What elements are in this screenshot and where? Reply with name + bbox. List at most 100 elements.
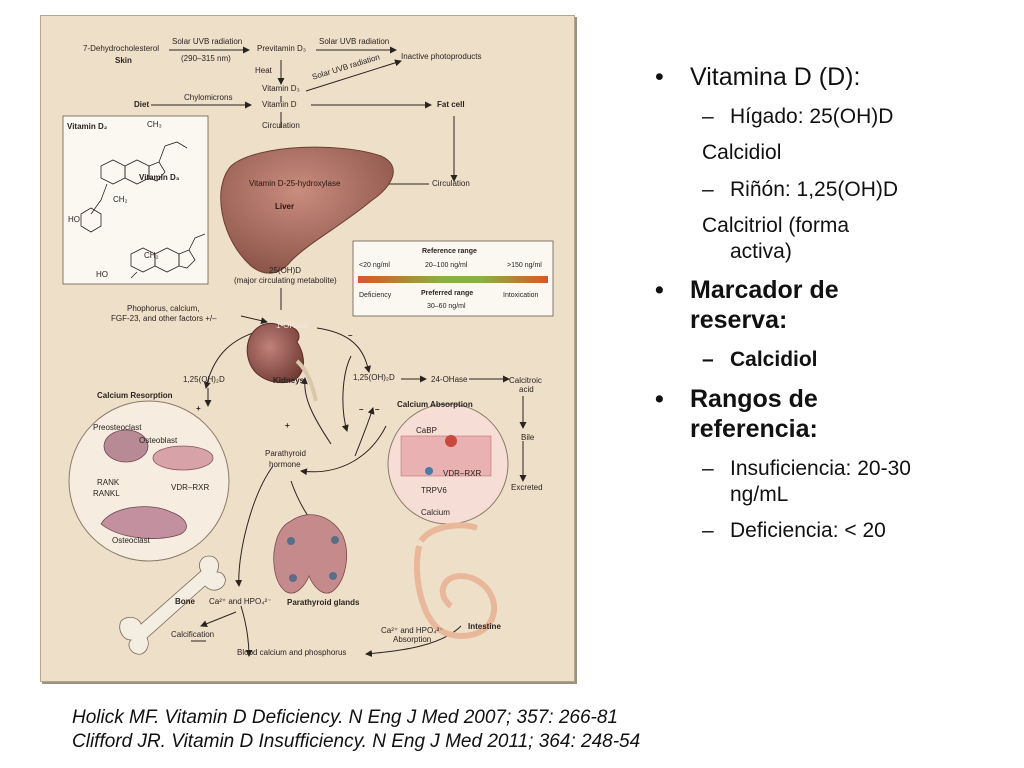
label-ref-high: >150 ng/ml	[507, 262, 542, 269]
dash-marker: –	[702, 348, 714, 372]
label-vdr-rxr-2: VDR–RXR	[443, 469, 482, 478]
sub-bullet-text: Riñón: 1,25(OH)D	[730, 177, 899, 201]
label-preosteoclast: Preosteoclast	[93, 423, 142, 432]
bullet-marker: •	[655, 384, 664, 413]
label-vdr-rxr-1: VDR–RXR	[171, 483, 210, 492]
bullet-vitamin-d: • Vitamina D (D):	[655, 62, 985, 92]
parathyroid-organ	[273, 514, 347, 594]
label-previtamin-d3: Previtamin D₃	[257, 44, 307, 53]
label-vitamin-d: Vitamin D	[262, 100, 297, 109]
label-rankl: RANKL	[93, 489, 120, 498]
label-excreted: Excreted	[511, 483, 543, 492]
label-calcification: Calcification	[171, 630, 215, 639]
label-calcium-absorption: Calcium Absorption	[397, 400, 473, 409]
bullet-text-line2: reserva:	[690, 306, 788, 335]
bullet-reference-ranges: • Rangos de referencia:	[655, 384, 985, 444]
label-plus-2: +	[196, 404, 201, 413]
continuation-text-line1: Calcitriol (forma	[702, 213, 850, 237]
label-deficiency: Deficiency	[359, 292, 392, 299]
label-ref-mid: 20–100 ng/ml	[425, 262, 468, 269]
bullet-marker: •	[655, 276, 664, 305]
intestine-organ	[414, 522, 498, 639]
label-24-ohase: 24-OHase	[431, 375, 468, 384]
label-heat: Heat	[255, 66, 272, 75]
label-osteoclast: Osteoclast	[112, 536, 150, 545]
ureter	[295, 359, 318, 402]
continuation-text: Calcidiol	[702, 141, 782, 165]
label-uvb-2: Solar UVB radiation	[319, 37, 390, 46]
label-preferred-value: 30–60 ng/ml	[427, 303, 466, 310]
sub-bullet-kidney: – Riñón: 1,25(OH)D	[655, 177, 985, 203]
label-intoxication: Intoxication	[503, 292, 539, 299]
bone-shape	[119, 555, 226, 655]
calcium-absorption-circle	[387, 403, 509, 525]
reference-holick: Holick MF. Vitamin D Deficiency. N Eng J…	[72, 707, 618, 728]
label-fat-cell: Fat cell	[437, 100, 465, 109]
continuation-calcidiol: Calcidiol	[655, 140, 985, 166]
label-ch2-a: CH₂	[113, 195, 128, 204]
label-hydroxylase: Vitamin D-25-hydroxylase	[249, 179, 341, 188]
label-phosphorus-2: FGF-23, and other factors +/–	[111, 314, 217, 323]
label-minus-1: –	[348, 331, 353, 340]
label-ch3: CH₃	[147, 120, 162, 129]
label-osteoblast: Osteoblast	[139, 436, 178, 445]
continuation-calcitriol: Calcitriol (forma activa)	[655, 213, 985, 266]
label-ho-2: HO	[96, 270, 108, 279]
label-vitamin-d2-structure: Vitamin D₂	[67, 122, 108, 131]
label-25ohd: 25(OH)D	[269, 266, 302, 275]
sub-bullet-calcidiol: – Calcidiol	[655, 347, 985, 373]
label-circulation-1: Circulation	[262, 121, 300, 130]
sub-bullet-deficiency: – Deficiencia: < 20	[655, 518, 985, 544]
label-1-ohase: 1-OHase	[276, 321, 309, 330]
bullet-list: • Vitamina D (D): – Hígado: 25(OH)D Calc…	[655, 62, 985, 554]
label-bile: Bile	[521, 433, 535, 442]
sub-bullet-text: Deficiencia: < 20	[730, 519, 886, 542]
sub-bullet-insufficiency: – Insuficiencia: 20-30 ng/mL	[655, 456, 985, 509]
label-ho-1: HO	[68, 215, 80, 224]
label-minus-3: –	[375, 405, 380, 414]
dash-marker: –	[702, 456, 714, 480]
label-inactive-photoproducts: Inactive photoproducts	[401, 52, 482, 61]
label-phosphorus-1: Phophorus, calcium,	[127, 304, 200, 313]
label-reference-range: Reference range	[422, 248, 477, 255]
label-uvb-range: (290–315 nm)	[181, 54, 231, 63]
label-vitamin-d3: Vitamin D₃	[262, 84, 300, 93]
bullet-text-line1: Rangos de	[690, 384, 818, 413]
label-ch2-b: CH₂	[144, 251, 159, 260]
label-parathyroid-glands: Parathyroid glands	[287, 598, 360, 607]
vitamin-structures-box	[62, 115, 209, 285]
label-125ohd-left: 1,25(OH)₂D	[183, 375, 225, 384]
sub-bullet-text: Hígado: 25(OH)D	[730, 105, 894, 128]
sub-bullet-text-line1: Insuficiencia: 20-30	[730, 456, 911, 480]
label-125ohd-right: 1,25(OH)₂D	[353, 373, 395, 382]
label-ca-hpo4-2: Ca²⁺ and HPO₄²⁻	[381, 626, 444, 635]
label-calcitroic: Calcitroic	[509, 376, 542, 385]
label-calcium-resorption: Calcium Resorption	[97, 391, 173, 400]
bullet-reserve-marker: • Marcador de reserva:	[655, 275, 985, 335]
label-major-metabolite: (major circulating metabolite)	[234, 276, 337, 285]
continuation-text-line2: activa)	[730, 240, 792, 263]
calcium-resorption-circle	[68, 400, 230, 562]
label-pth-2: hormone	[269, 460, 301, 469]
sub-bullet-text: Calcidiol	[730, 348, 818, 372]
label-vitamin-d3-structure: Vitamin D₃	[139, 173, 180, 182]
label-chylomicrons: Chylomicrons	[184, 93, 233, 102]
label-bone: Bone	[175, 597, 195, 606]
label-7-dehydrocholesterol: 7-Dehydrocholesterol	[83, 44, 160, 53]
figure-drawing	[62, 46, 554, 657]
label-kidneys: Kidneys	[273, 376, 305, 385]
label-absorption: Absorption	[393, 635, 432, 644]
label-minus-2: –	[359, 405, 364, 414]
label-skin: Skin	[115, 56, 132, 65]
dash-marker: –	[702, 177, 714, 201]
label-plus-1: +	[285, 421, 290, 430]
dash-marker: –	[702, 105, 714, 128]
label-uvb-1: Solar UVB radiation	[172, 37, 243, 46]
reference-clifford: Clifford JR. Vitamin D Insufficiency. N …	[72, 731, 641, 752]
bullet-text-line1: Marcador de	[690, 276, 839, 305]
label-calcium: Calcium	[421, 508, 450, 517]
label-diet: Diet	[134, 100, 150, 109]
bullet-marker: •	[655, 63, 664, 91]
dash-marker: –	[702, 519, 714, 542]
label-liver: Liver	[275, 202, 295, 211]
